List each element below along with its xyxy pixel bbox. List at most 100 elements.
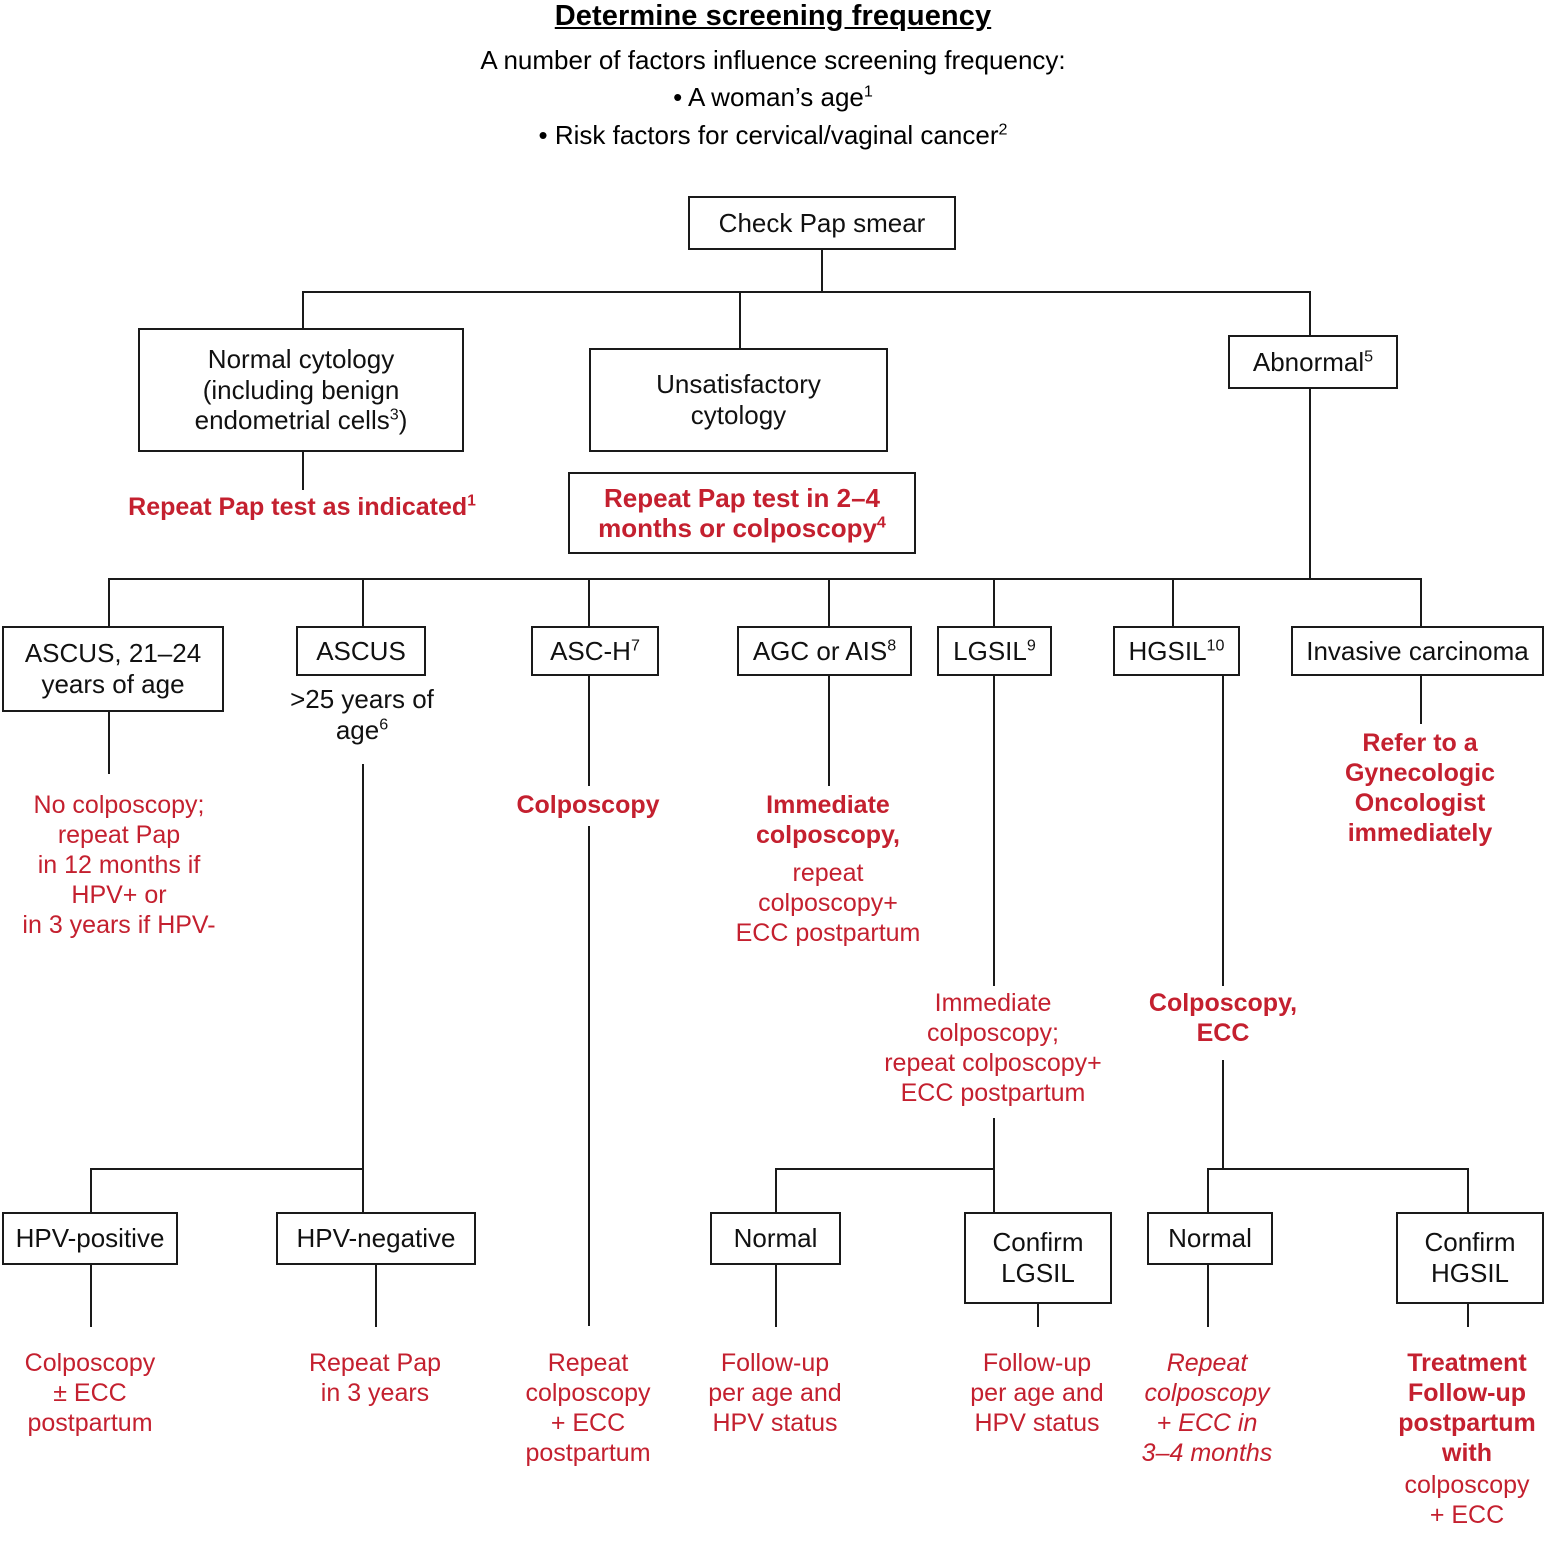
footnote-marker-4: 4 (876, 513, 886, 532)
node-confirm-hgsil-line2: HGSIL (1430, 1258, 1510, 1288)
node-ascus-age-note-line1: >25 years of (290, 684, 434, 714)
node-asc-h[interactable]: ASC-H7 (531, 626, 659, 676)
connector-ascus-split-bar (90, 1168, 363, 1170)
node-normal-cytology-line3: endometrial cells3) (195, 405, 408, 436)
node-hgsil[interactable]: HGSIL10 (1113, 626, 1240, 676)
node-abnormal-text: Abnormal (1252, 346, 1365, 377)
connector-hgsilnormal-to-action (1207, 1265, 1209, 1327)
connector-confirmhgsil-to-action (1467, 1304, 1469, 1327)
node-ascus-age-note-line2: age (335, 715, 380, 746)
connector-to-lgsil-confirm (993, 1168, 995, 1212)
connector-hpvpos-to-action (90, 1265, 92, 1327)
action-normal-cytology-text: Repeat Pap test as indicated (128, 493, 468, 521)
action-confirm-hgsil-bold: Treatment Follow-up postpartum with (1398, 1349, 1536, 1467)
node-ascus-21-24[interactable]: ASCUS, 21–24 years of age (2, 626, 224, 712)
footnote-marker-5: 5 (1364, 347, 1374, 365)
node-check-pap-smear-label: Check Pap smear (718, 207, 926, 238)
action-hgsil-normal: Repeat colposcopy + ECC in 3–4 months (1141, 1349, 1273, 1467)
node-hgsil-normal[interactable]: Normal (1147, 1212, 1273, 1265)
connector-hgsil-down (1222, 1060, 1224, 1168)
bullet-age-text: • A woman’s age (673, 82, 864, 112)
footnote-marker-3: 3 (389, 405, 399, 424)
node-normal-cytology-paren: ) (398, 405, 408, 436)
action-ascus-21-24: No colposcopy; repeat Pap in 12 months i… (22, 791, 216, 939)
connector-normal-to-action (302, 452, 304, 490)
connector-hgsil-split-bar (1207, 1168, 1468, 1170)
connector-hgsil-to-action (1222, 676, 1224, 986)
node-agc-ais-text: AGC or AIS (752, 635, 888, 666)
node-confirm-hgsil[interactable]: Confirm HGSIL (1396, 1212, 1544, 1304)
bullet-risk-text: • Risk factors for cervical/vaginal canc… (538, 120, 999, 150)
connector-lgsil-split-bar (775, 1168, 994, 1170)
node-normal-cytology-line3-text: endometrial cells (194, 405, 390, 436)
connector-level3-bar (108, 578, 1420, 580)
footnote-marker-1b: 1 (467, 492, 476, 510)
node-hgsil-label: HGSIL10 (1129, 636, 1225, 667)
node-repeat-pap-line1: Repeat Pap test in 2–4 (604, 482, 880, 513)
footnote-marker-2: 2 (998, 120, 1008, 139)
node-lgsil-normal[interactable]: Normal (710, 1212, 841, 1265)
node-lgsil-label: LGSIL9 (953, 636, 1036, 667)
node-lgsil-normal-label: Normal (733, 1223, 818, 1254)
node-lgsil[interactable]: LGSIL9 (937, 626, 1052, 676)
node-repeat-pap-line2-text: months or colposcopy (598, 513, 877, 543)
footnote-marker-7: 7 (630, 636, 640, 654)
connector-to-abnormal (1309, 291, 1311, 335)
node-hpv-negative[interactable]: HPV-negative (276, 1212, 476, 1265)
connector-to-hgsil (1172, 578, 1174, 626)
action-hpv-positive: Colposcopy ± ECC postpartum (24, 1349, 156, 1437)
node-ascus-21-24-line2: years of age (41, 669, 185, 699)
node-hpv-negative-label: HPV-negative (296, 1223, 456, 1254)
node-abnormal[interactable]: Abnormal5 (1228, 335, 1398, 389)
footnote-marker-1: 1 (863, 82, 873, 101)
connector-to-invasive (1420, 578, 1422, 626)
connector-agc-to-action (828, 676, 830, 786)
connector-lgsil-to-action (993, 676, 995, 986)
node-hpv-positive-label: HPV-positive (15, 1223, 165, 1254)
connector-to-ascus-21-24 (108, 578, 110, 626)
connector-to-hgsil-normal (1207, 1168, 1209, 1212)
node-normal-cytology-line2: (including benign (202, 374, 400, 405)
connector-to-unsatisfactory (739, 291, 741, 348)
connector-level1-bar (302, 291, 1309, 293)
connector-to-ascus (362, 578, 364, 626)
node-hgsil-normal-label: Normal (1168, 1223, 1252, 1254)
node-ascus-label: ASCUS (316, 635, 406, 666)
footnote-marker-6: 6 (379, 715, 389, 734)
node-confirm-lgsil-line1: Confirm (992, 1227, 1084, 1258)
node-confirm-lgsil[interactable]: Confirm LGSIL (964, 1212, 1112, 1304)
bullet-item-age: • A woman’s age1 (0, 82, 1546, 113)
connector-to-normal (302, 291, 304, 328)
node-ascus[interactable]: ASCUS (296, 626, 426, 676)
node-hgsil-text: HGSIL (1128, 635, 1207, 666)
node-lgsil-text: LGSIL (953, 635, 1027, 666)
connector-asch-down (588, 826, 590, 1326)
bullet-item-risk: • Risk factors for cervical/vaginal canc… (0, 120, 1546, 151)
node-agc-ais-label: AGC or AIS8 (753, 636, 896, 667)
action-hgsil: Colposcopy, ECC (1148, 989, 1298, 1047)
node-invasive-carcinoma-label: Invasive carcinoma (1306, 635, 1529, 666)
connector-to-asc-h (588, 578, 590, 626)
connector-to-hgsil-confirm (1467, 1168, 1469, 1212)
node-hpv-positive[interactable]: HPV-positive (2, 1212, 178, 1265)
connector-invasive-to-action (1420, 676, 1422, 724)
action-asc-h-bottom: Repeat colposcopy + ECC postpartum (525, 1349, 651, 1467)
node-unsatisfactory-cytology[interactable]: Unsatisfactory cytology (589, 348, 888, 452)
action-normal-cytology: Repeat Pap test as indicated1 (62, 492, 542, 522)
action-invasive-carcinoma: Refer to a Gynecologic Oncologist immedi… (1344, 729, 1496, 847)
node-unsatisfactory-line2: cytology (690, 400, 787, 430)
node-repeat-pap-2-4-months[interactable]: Repeat Pap test in 2–4 months or colposc… (568, 472, 916, 554)
node-invasive-carcinoma[interactable]: Invasive carcinoma (1291, 626, 1544, 676)
node-agc-ais[interactable]: AGC or AIS8 (737, 626, 912, 676)
footnote-marker-9: 9 (1026, 636, 1036, 654)
connector-to-lgsil-normal (775, 1168, 777, 1212)
connector-hpvneg-to-action (375, 1265, 377, 1327)
connector-abnormal-down (1309, 389, 1311, 578)
node-normal-cytology[interactable]: Normal cytology (including benign endome… (138, 328, 464, 452)
node-check-pap-smear[interactable]: Check Pap smear (688, 196, 956, 250)
action-asc-h: Colposcopy (516, 791, 660, 819)
node-ascus-age-note: >25 years of age6 (262, 684, 462, 746)
footnote-marker-8: 8 (887, 636, 897, 654)
node-unsatisfactory-line1: Unsatisfactory (656, 369, 821, 400)
